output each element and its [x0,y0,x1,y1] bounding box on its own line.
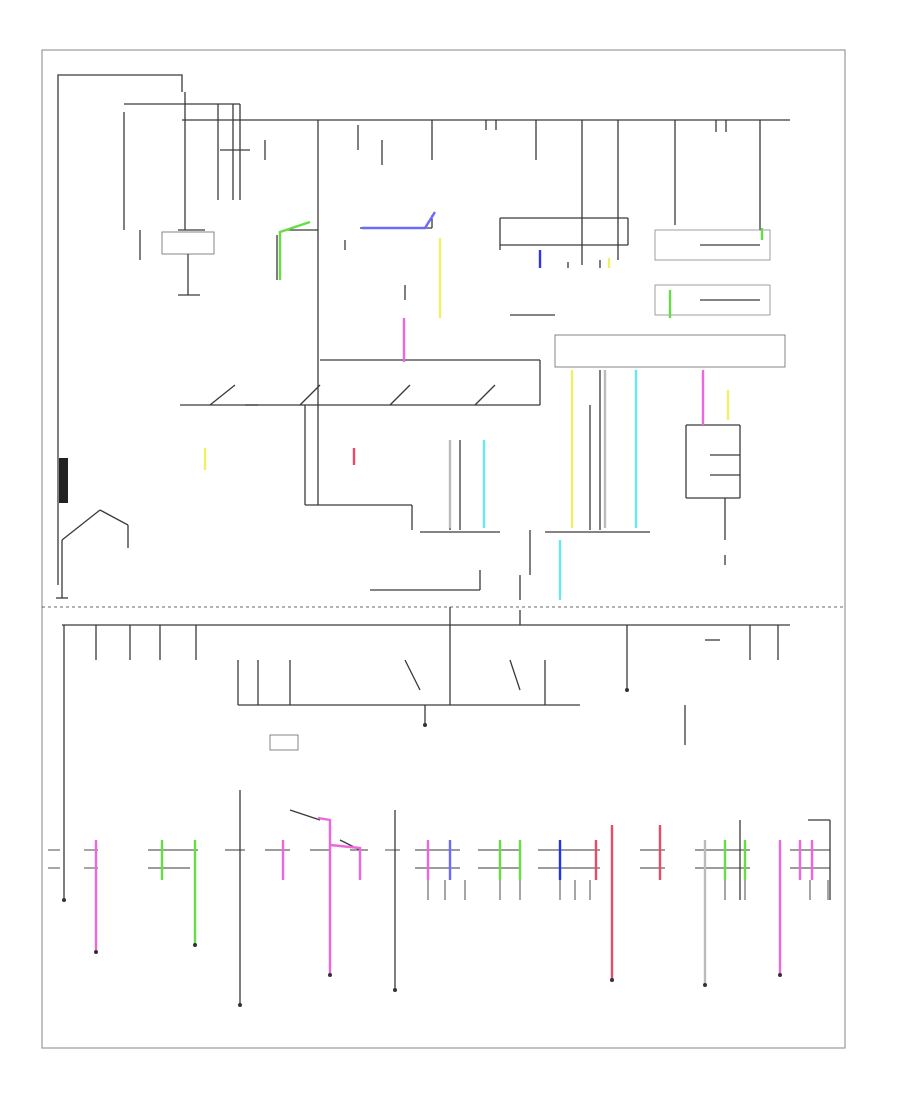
wire-green-1 [278,220,311,280]
ground-markers [62,688,782,1007]
upper-circuit-branches [276,215,786,505]
upper-fuse-bus [182,119,790,265]
wire-pink-5 [317,816,332,975]
relay-switch-icon [180,359,541,530]
wire-pink-6 [329,843,362,880]
wire-violet-1 [362,211,437,230]
main-battery-feed [57,74,241,585]
diagram-border [41,49,846,1049]
lower-fuse-bus [62,607,831,1005]
battery-fuse-icon [59,458,68,503]
colored-wires [94,211,814,985]
connector-pin-icon [48,849,830,900]
ground-symbol-icon [56,509,129,599]
junction-connectors [370,370,741,600]
